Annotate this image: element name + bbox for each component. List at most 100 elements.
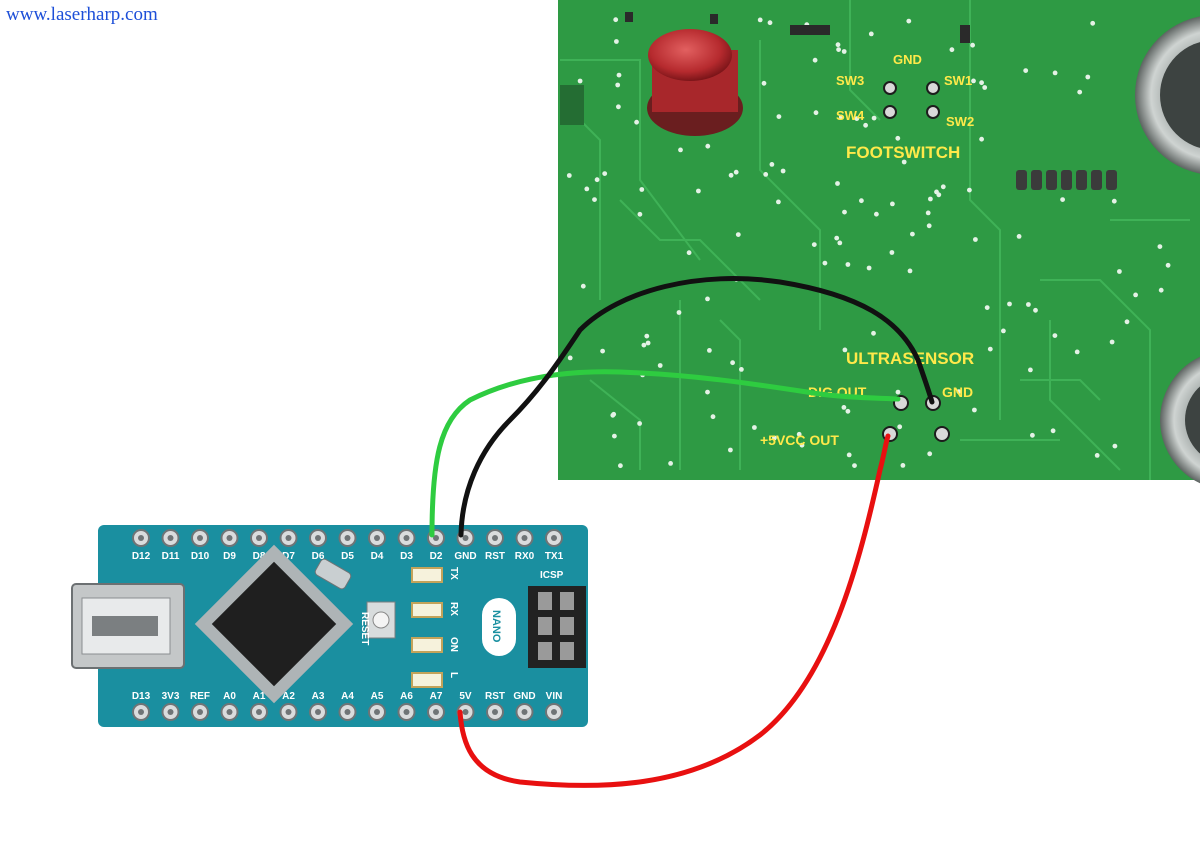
footswitch-pin-sw2: SW2	[946, 114, 974, 129]
pcb-via	[1001, 328, 1006, 334]
pcb-via	[895, 135, 901, 141]
nano-bottom-pin-label: D13	[132, 691, 151, 702]
nano-top-pin-hole	[197, 535, 203, 541]
nano-top-pin-hole	[551, 535, 557, 541]
pcb-via	[600, 348, 605, 354]
footswitch-pin-gnd: GND	[893, 52, 922, 67]
nano-bottom-pin-label: A3	[312, 691, 325, 702]
header-pin	[1046, 170, 1057, 190]
pcb-via	[769, 162, 775, 167]
nano-led-label: TX	[448, 567, 459, 580]
pcb-via	[1052, 333, 1058, 338]
nano-top-pin-hole	[521, 535, 528, 541]
pcb-via	[889, 250, 895, 255]
nano-top-pin-label: D8	[253, 551, 266, 562]
pcb-via	[852, 463, 857, 468]
pcb-via	[1165, 262, 1171, 268]
icsp-header: ICSP	[528, 570, 586, 668]
wires	[429, 276, 935, 788]
nano-bottom-pin-hole	[462, 709, 469, 715]
pcb-via	[841, 49, 847, 54]
pcb-via	[613, 17, 619, 23]
pcb-via	[949, 47, 955, 53]
pcb-via	[982, 85, 988, 90]
pcb-via	[1060, 197, 1065, 203]
icsp-label: ICSP	[540, 570, 564, 581]
nano-led-label: ON	[448, 637, 459, 652]
pcb-via	[910, 231, 915, 237]
pcb-via	[767, 20, 773, 26]
nano-bottom-pin-hole	[315, 709, 321, 715]
pcb-via	[1158, 287, 1164, 293]
pcb-via	[970, 42, 975, 48]
nano-top-pin-hole	[167, 535, 174, 541]
pcb-via	[866, 265, 872, 271]
pcb-via	[1111, 198, 1117, 204]
nano-bottom-pin-hole	[403, 709, 410, 715]
pcb-via	[835, 181, 840, 186]
pcb-via	[728, 172, 734, 178]
jack-bottom	[1160, 356, 1200, 484]
header-pin	[1031, 170, 1042, 190]
red-knob	[647, 29, 743, 136]
pcb-via	[1030, 432, 1035, 438]
nano-bottom-pin-label: 5V	[459, 691, 472, 702]
pcb-via	[602, 171, 608, 177]
pcb-via	[811, 242, 817, 248]
nano-top-pin-hole	[433, 535, 439, 541]
pcb-via	[733, 169, 739, 175]
pcb-via	[707, 348, 712, 353]
pcb-via	[926, 223, 932, 229]
footswitch-pads	[883, 81, 940, 119]
pcb-via	[1033, 307, 1038, 313]
site-link[interactable]: www.laserharp.com	[6, 4, 158, 25]
nano-bottom-pin-label: A5	[371, 691, 384, 702]
nano-top-pin-hole	[256, 535, 262, 541]
nano-bottom-pin-hole	[285, 709, 292, 715]
nano-top-pin-label: D5	[341, 551, 354, 562]
nano-bottom-pin-label: REF	[190, 691, 210, 702]
nano-top-pin-hole	[374, 535, 380, 541]
ultrasensor-pin-vcc-out: +5VCC OUT	[760, 432, 839, 448]
pcb-via	[846, 452, 852, 458]
pcb-via	[705, 143, 711, 149]
pcb-via	[984, 305, 990, 310]
pcb-via	[580, 283, 586, 289]
pcb-via	[897, 424, 903, 430]
ultrasensor-block: ULTRASENSOR DIG OUT GND +5VCC OUT	[760, 349, 974, 448]
pcb-via	[859, 198, 864, 204]
pcb-via	[678, 147, 683, 153]
pcb-via	[1133, 292, 1138, 298]
ultrasensor-title: ULTRASENSOR	[846, 349, 974, 368]
pcb-via	[735, 232, 741, 238]
nano-led-label: L	[448, 672, 459, 678]
pcb-via	[645, 340, 651, 346]
reset-button: RESET	[359, 601, 396, 645]
pcb-via	[796, 431, 802, 437]
nano-bottom-pin-label: A2	[282, 691, 295, 702]
pcb-via	[780, 168, 786, 174]
edge-connector	[560, 85, 584, 125]
pcb-via	[971, 78, 976, 84]
header-pin	[1061, 170, 1072, 190]
pcb-via	[634, 119, 639, 125]
nano-top-pin-label: GND	[454, 551, 476, 562]
pcb-via	[728, 447, 733, 453]
pcb-via	[1026, 302, 1031, 307]
pcb-via	[868, 31, 874, 37]
nano-top-pin-hole	[138, 535, 144, 541]
pcb-via	[967, 187, 972, 193]
pcb-via	[616, 104, 621, 110]
pcb-via	[838, 114, 844, 120]
pcb-via	[641, 342, 647, 348]
nano-bottom-pin-hole	[138, 709, 144, 715]
pcb-via	[928, 196, 933, 202]
pcb-via	[874, 211, 879, 217]
pcb-via	[710, 414, 716, 420]
pcb-via	[979, 80, 984, 86]
pcb-via	[657, 363, 663, 368]
